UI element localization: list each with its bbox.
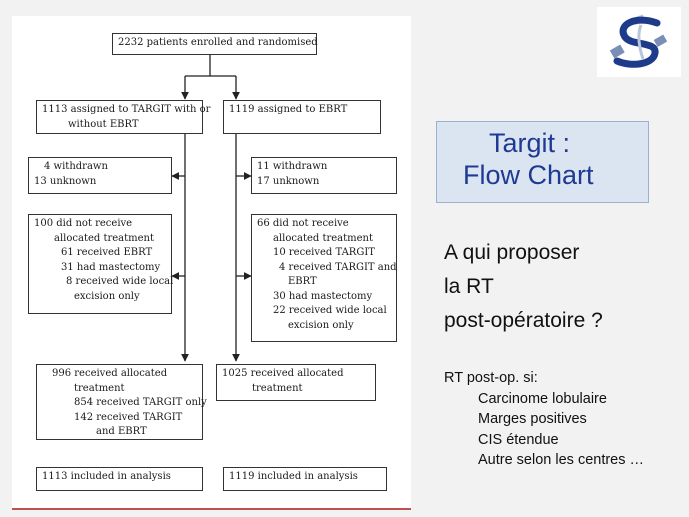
criteria-item: Autre selon les centres … [478,452,645,468]
targit-withdrawn-line-2: 13 unknown [34,175,97,187]
ebrt-withdrawn-box: 11 withdrawn 17 unknown [251,157,397,194]
targit-not-received-line-5: 8 received wide local [66,276,174,287]
ebrt-not-received-line-7: 22 received wide local [273,305,387,316]
ebrt-withdrawn-line-2: 17 unknown [257,175,320,187]
panel-bottom-rule [12,508,411,510]
ebrt-analysis-box: 1119 included in analysis [223,467,387,491]
criteria-list: RT post-op. si: Carcinome lobulaire Marg… [444,368,644,471]
slide-title-line-1: Targit : [489,128,571,158]
slide-title-line-2: Flow Chart [463,160,594,190]
criteria-item: Marges positives [478,411,587,427]
criteria-heading: RT post-op. si: [444,370,538,386]
institution-logo-icon [609,14,668,68]
targit-received-line-3: 854 received TARGIT only [74,397,207,408]
targit-withdrawn-box: 4 withdrawn 13 unknown [28,157,172,194]
question-text: A qui proposer la RT post-opératoire ? [444,236,603,338]
targit-assigned-line-2: without EBRT [68,118,139,130]
ebrt-not-received-line-3: 10 received TARGIT [273,247,375,258]
targit-analysis-box: 1113 included in analysis [36,467,203,491]
logo-card [597,7,681,77]
ebrt-not-received-box: 66 did not receive allocated treatment 1… [251,214,397,342]
targit-received-line-2: treatment [74,382,125,394]
enrolled-box: 2232 patients enrolled and randomised [112,33,318,55]
targit-not-received-box: 100 did not receive allocated treatment … [28,214,174,314]
ebrt-withdrawn-line-1: 11 withdrawn [257,161,328,172]
criteria-item: CIS étendue [478,431,559,448]
ebrt-not-received-line-2: allocated treatment [273,232,374,244]
question-line-2: la RT [444,275,494,298]
targit-not-received-line-4: 31 had mastectomy [61,261,161,273]
ebrt-assigned-box: 1119 assigned to EBRT [223,100,381,134]
ebrt-analysis-text: 1119 included in analysis [229,471,358,482]
targit-received-line-1: 996 received allocated [52,368,168,379]
slide-title-box: Targit : Flow Chart [436,121,649,203]
criteria-item: Carcinome lobulaire [478,390,607,407]
ebrt-not-received-line-6: 30 had mastectomy [273,290,373,302]
question-line-3: post-opératoire ? [444,309,603,332]
targit-not-received-line-1: 100 did not receive [34,218,133,229]
targit-assigned-box: 1113 assigned to TARGIT with or without … [36,100,211,134]
ebrt-not-received-line-8: excision only [288,319,354,331]
question-line-1: A qui proposer [444,241,580,264]
targit-not-received-line-6: excision only [74,290,140,302]
ebrt-not-received-line-5: EBRT [288,276,317,287]
ebrt-not-received-line-4: 4 received TARGIT and [279,261,397,273]
ebrt-received-box: 1025 received allocated treatment [216,364,376,401]
targit-not-received-line-3: 61 received EBRT [61,247,153,258]
enrolled-text: 2232 patients enrolled and randomised [118,37,318,48]
ebrt-assigned-line-1: 1119 assigned to EBRT [229,104,348,115]
targit-not-received-line-2: allocated treatment [54,232,155,244]
targit-analysis-text: 1113 included in analysis [42,471,171,482]
targit-received-box: 996 received allocated treatment 854 rec… [36,364,207,440]
ebrt-received-line-1: 1025 received allocated [222,368,344,379]
targit-received-line-4: 142 received TARGIT [74,411,183,423]
targit-received-line-5: and EBRT [96,426,147,437]
targit-assigned-line-1: 1113 assigned to TARGIT with or [42,104,211,115]
targit-withdrawn-line-1: 4 withdrawn [44,161,108,172]
ebrt-not-received-line-1: 66 did not receive [257,218,349,229]
ebrt-received-line-2: treatment [252,382,303,394]
